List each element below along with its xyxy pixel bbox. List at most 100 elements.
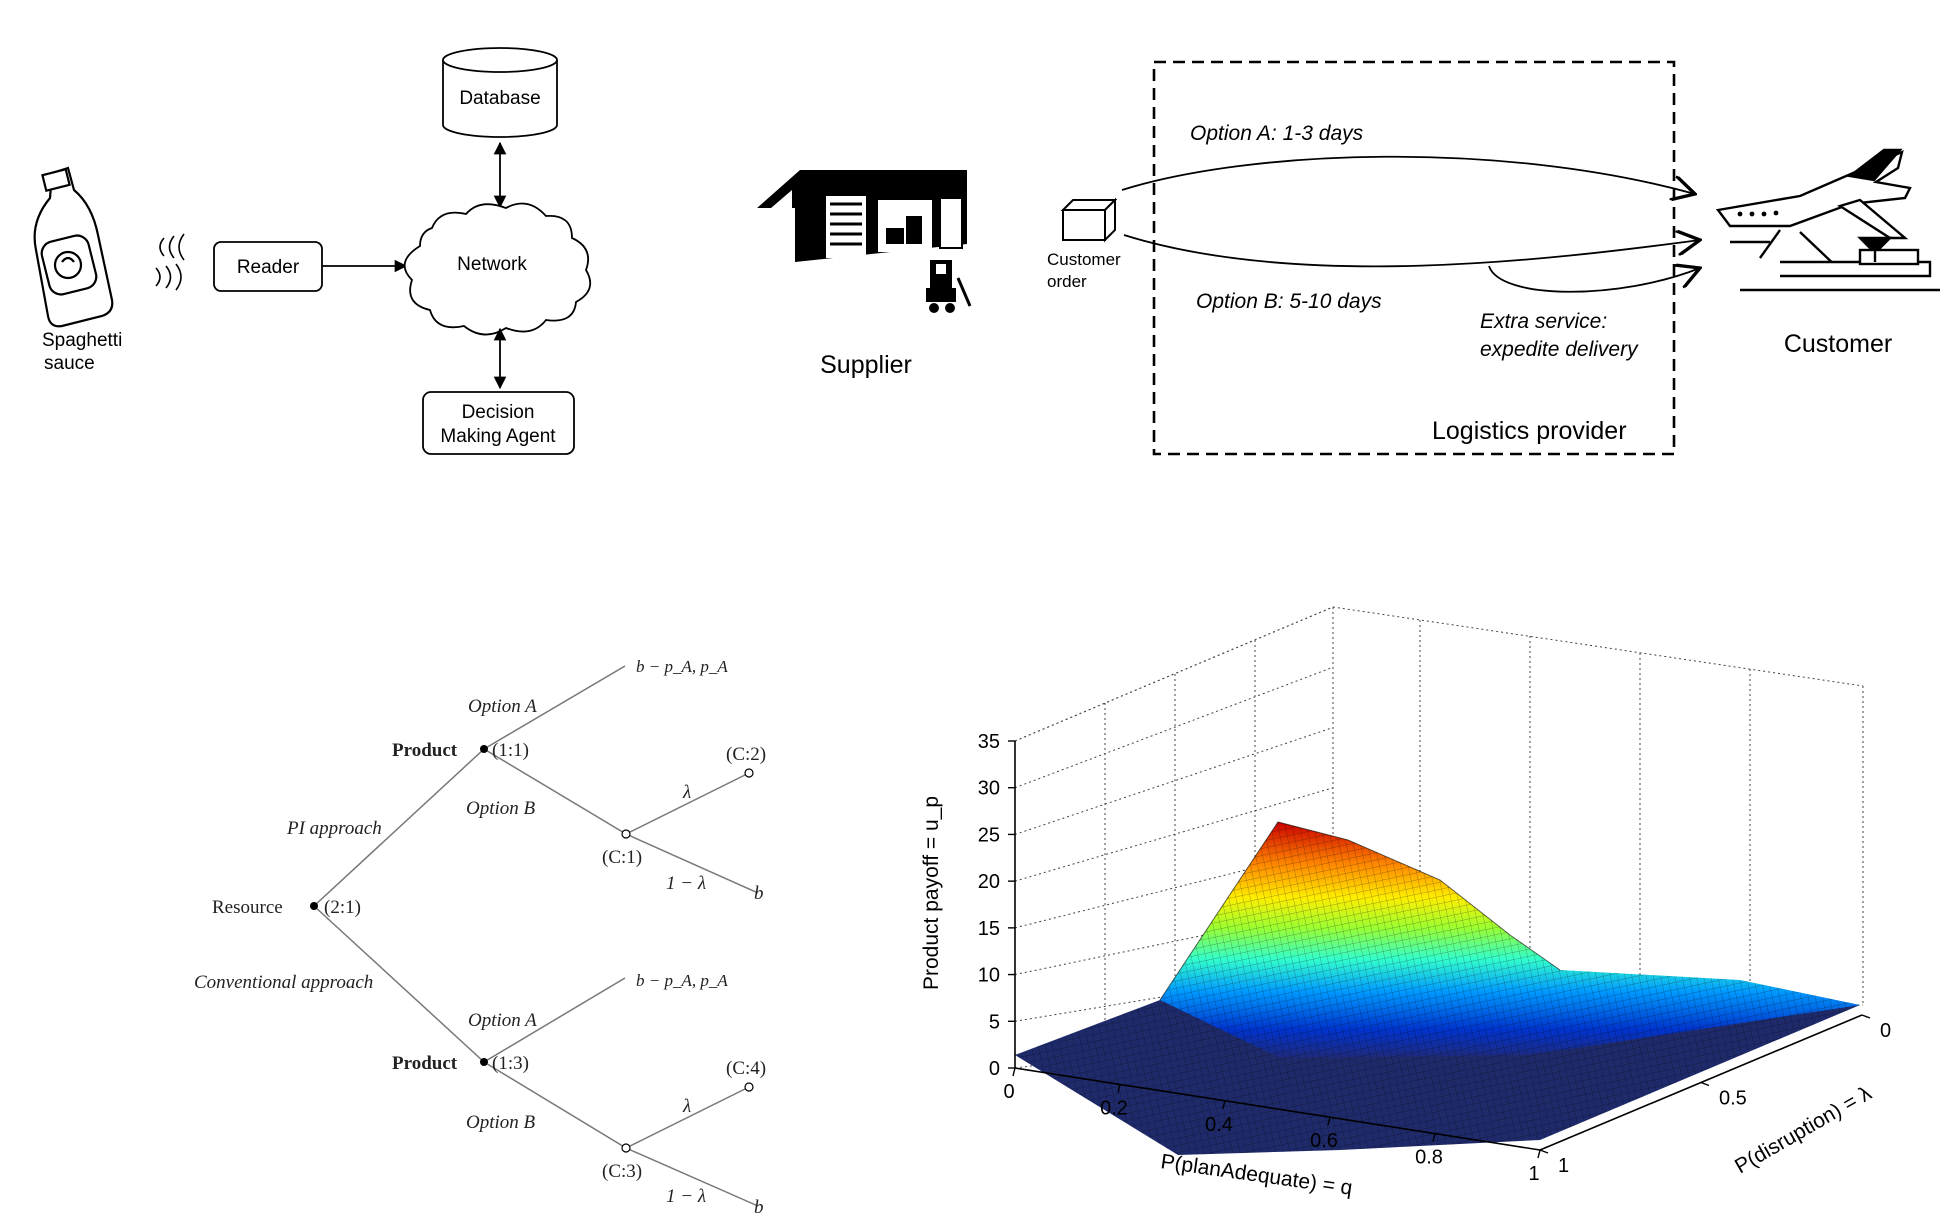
y-tick-label: 0 (1880, 1020, 1891, 1042)
customer-order-line-1: Customer (1047, 250, 1121, 269)
sauce-bottle-icon (33, 166, 114, 328)
y-tick-mark (1700, 1081, 1710, 1087)
chance-c4-label: (C:4) (726, 1058, 766, 1079)
product-top-label: Product (392, 740, 458, 761)
option-a-arrow (1121, 155, 1695, 194)
y-tick-mark (1861, 1014, 1871, 1019)
y-tick-label: 1 (1558, 1155, 1569, 1177)
customer-order-line-2: order (1047, 272, 1087, 291)
x-axis-ticks: 00.20.40.60.81 (1003, 1067, 1541, 1185)
payoff-a-bottom-label: b − p_A, p_A (636, 971, 728, 990)
game-tree-labels: Resource (2:1) PI approach Conventional … (194, 657, 766, 1218)
lambda-bottom-label: λ (682, 1096, 691, 1117)
option-b-top-label: Option B (466, 798, 536, 819)
database-cylinder (442, 47, 558, 138)
option-a-bottom-label: Option A (468, 1010, 537, 1031)
z-tick-label: 35 (978, 731, 1000, 753)
conventional-approach-label: Conventional approach (194, 972, 373, 993)
airplane-icon (1715, 148, 1940, 292)
network-cloud (403, 202, 592, 336)
product-node-top (480, 745, 488, 753)
product-bottom-label: Product (392, 1053, 458, 1074)
z-axis-label: Product payoff = u_p (920, 796, 943, 990)
x-tick-mark (1222, 1100, 1226, 1109)
z-grid-line (1014, 727, 1334, 835)
payoff-a-top-label: b − p_A, p_A (636, 657, 728, 676)
pi-approach-label: PI approach (286, 818, 382, 839)
chance-node-c3 (621, 1143, 631, 1153)
customer-label: Customer (1784, 330, 1892, 358)
extra-service-line-2: expedite delivery (1480, 338, 1639, 361)
option-b-label: Option B: 5-10 days (1196, 290, 1382, 313)
decision-agent-line-2: Making Agent (440, 426, 556, 447)
extra-service-line-1: Extra service: (1480, 310, 1607, 333)
decision-agent-box (422, 391, 575, 455)
z-tick-label: 20 (978, 871, 1000, 893)
package-icon (1060, 197, 1118, 243)
airplane-window-dots (1737, 210, 1779, 217)
game-tree-nodes (310, 745, 754, 1153)
x-tick-mark (1537, 1149, 1541, 1159)
x-tick-label: 0.2 (1100, 1097, 1128, 1119)
rfid-diagram: Spaghetti sauce Reader Database Network … (33, 47, 592, 455)
z-tick-label: 10 (978, 965, 1000, 987)
x-axis-label: P(planAdequate) = q (1159, 1150, 1354, 1200)
option-a-top-label: Option A (468, 696, 537, 717)
x-tick-mark (1012, 1067, 1016, 1077)
option-b-arrow (1123, 235, 1700, 268)
one-minus-lambda-bottom-label: 1 − λ (666, 1186, 706, 1207)
chance-c3-label: (C:3) (602, 1161, 642, 1182)
z-tick-label: 25 (978, 824, 1000, 846)
z-axis-ticks: 0 5 10 15 20 25 30 35 (978, 731, 1015, 1080)
x-tick-mark (1432, 1133, 1436, 1142)
x-tick-label: 0 (1003, 1081, 1014, 1103)
y-tick-label: 0.5 (1719, 1088, 1747, 1110)
z-tick-label: 30 (978, 778, 1000, 800)
radio-wave-icon (155, 233, 185, 291)
x-tick-mark (1327, 1117, 1331, 1126)
lambda-top-label: λ (682, 782, 691, 803)
game-tree (313, 665, 759, 1207)
chance-c1-label: (C:1) (602, 847, 642, 868)
sauce-label-line-2: sauce (44, 353, 95, 374)
z-tick-label: 15 (978, 918, 1000, 940)
surface-peak-mesh (1160, 822, 1860, 1058)
product-top-node-label: (1:1) (492, 740, 529, 761)
chance-c2-label: (C:2) (726, 744, 766, 765)
option-b-bottom-label: Option B (466, 1112, 536, 1133)
database-label: Database (459, 88, 540, 109)
logistics-provider-label: Logistics provider (1432, 417, 1627, 445)
product-node-bottom (480, 1058, 488, 1066)
x-tick-label: 1 (1528, 1163, 1539, 1185)
y-tick-mark (1539, 1149, 1549, 1154)
resource-label: Resource (212, 897, 283, 918)
z-tick-label: 0 (989, 1058, 1000, 1080)
logistics-diagram: Supplier Customer order Option A: 1-3 da… (757, 60, 1940, 456)
z-grid-line (1014, 606, 1334, 742)
x-tick-label: 0.4 (1205, 1114, 1233, 1136)
resource-node-label: (2:1) (324, 897, 361, 918)
one-minus-lambda-top-label: 1 − λ (666, 873, 706, 894)
payoff-b-top-label: b (754, 883, 764, 904)
x-tick-mark (1117, 1084, 1121, 1093)
option-a-label: Option A: 1-3 days (1190, 122, 1364, 145)
payoff-b-bottom-label: b (754, 1197, 764, 1218)
supplier-label: Supplier (820, 351, 912, 379)
chance-node-c4 (744, 1082, 754, 1092)
warehouse-icon (757, 170, 972, 313)
z-tick-label: 5 (989, 1011, 1000, 1033)
x-tick-label: 0.8 (1415, 1147, 1443, 1169)
chance-node-c1 (621, 829, 631, 839)
product-bottom-node-label: (1:3) (492, 1053, 529, 1074)
resource-node (310, 902, 318, 910)
expedite-arrow (1488, 266, 1700, 293)
network-label: Network (457, 254, 527, 275)
z-grid-line (1014, 666, 1334, 789)
y-axis-label: P(disruption) = λ (1731, 1081, 1876, 1178)
y-axis-ticks: 00.51 (1539, 1014, 1891, 1177)
decision-agent-line-1: Decision (462, 402, 535, 423)
reader-label: Reader (237, 257, 300, 278)
sauce-label-line-1: Spaghetti (42, 330, 122, 351)
